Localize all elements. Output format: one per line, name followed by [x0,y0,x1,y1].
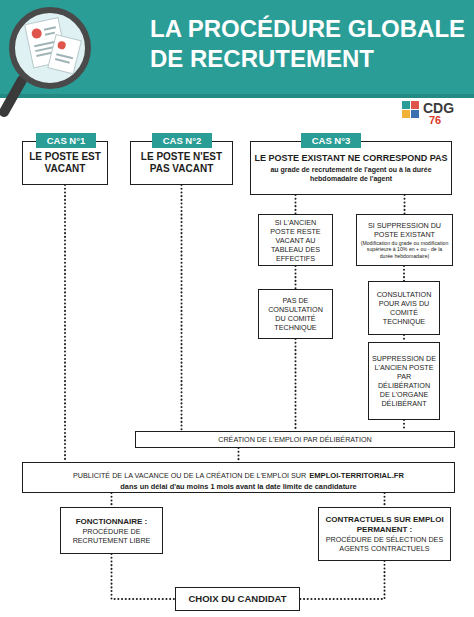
box-label: LE POSTE EST VACANT [26,151,104,175]
dotted-connector [238,448,240,462]
dotted-connector [403,266,405,281]
box-text: LE POSTE EST VACANT [26,151,104,175]
box-label: (Modification du grade ou modification s… [360,240,449,260]
diagram-title: LA PROCÉDURE GLOBALE DE RECRUTEMENT [150,14,466,74]
case-tab: CAS N°1 [36,133,96,148]
box-label: CHOIX DU CANDIDAT [179,593,296,605]
box-text: CRÉATION DE L'EMPLOI PAR DÉLIBÉRATION [139,435,451,444]
dotted-connector [111,493,113,507]
box-text: SUPPRESSION DE L'ANCIEN POSTE PAR DÉLIBÉ… [372,354,436,408]
box-label: PROCÉDURE DE SÉLECTION DES AGENTS CONTRA… [322,535,447,553]
process-box: PAS DE CONSULTATION DU COMITÉ TECHNIQUE [258,289,333,339]
box-label: CONSULTATION POUR AVIS DU COMITÉ TECHNIQ… [372,290,436,326]
dotted-connector [295,266,297,289]
process-box: CONSULTATION POUR AVIS DU COMITÉ TECHNIQ… [368,281,440,335]
logo-text: CDG [423,100,454,116]
box-label: SI L'ANCIEN POSTE RESTE VACANT AU TABLEA… [262,218,329,263]
condition-box: SI SUPPRESSION DU POSTE EXISTANT(Modific… [356,214,453,266]
case-box: CAS N°2LE POSTE N'EST PAS VACANT [130,141,233,185]
dotted-connector [295,339,297,431]
result-box: CHOIX DU CANDIDAT [175,587,300,611]
box-text: SI SUPPRESSION DU POSTE EXISTANT(Modific… [360,221,449,260]
dotted-connector [64,185,66,462]
box-label: PUBLICITÉ DE LA VACANCE OU DE LA CRÉATIO… [73,471,306,480]
header-banner [0,0,474,98]
box-label: FONCTIONNAIRE : [64,517,159,527]
condition-box: SI L'ANCIEN POSTE RESTE VACANT AU TABLEA… [258,214,333,266]
box-text: LE POSTE EXISTANT NE CORRESPOND PASau gr… [254,153,448,183]
logo-text: 76 [429,114,441,126]
dotted-connector [295,195,297,214]
dotted-connector [112,554,176,599]
process-box: CRÉATION DE L'EMPLOI PAR DÉLIBÉRATION [135,431,455,448]
procedure-box: FONCTIONNAIRE :PROCÉDURE DE RECRUTEMENT … [60,507,163,554]
logo-mark [402,101,419,118]
magnifier-icon [4,10,88,112]
box-text: CONSULTATION POUR AVIS DU COMITÉ TECHNIQ… [372,290,436,326]
case-tab: CAS N°2 [152,133,212,148]
box-label: EMPLOI-TERRITORIAL.FR [309,471,404,480]
box-label: SUPPRESSION DE L'ANCIEN POSTE PAR DÉLIBÉ… [372,354,436,408]
publicity-box: PUBLICITÉ DE LA VACANCE OU DE LA CRÉATIO… [22,462,455,493]
box-text: PAS DE CONSULTATION DU COMITÉ TECHNIQUE [262,296,329,332]
box-label: PAS DE CONSULTATION DU COMITÉ TECHNIQUE [262,296,329,332]
case-tab: CAS N°3 [301,133,361,148]
box-text: LE POSTE N'EST PAS VACANT [134,151,229,175]
box-label: au grade de recrutement de l'agent ou à … [254,165,448,183]
box-label: CRÉATION DE L'EMPLOI PAR DÉLIBÉRATION [139,435,451,444]
box-label: dans un délai d'au moins 1 mois avant la… [26,482,451,492]
dotted-connector [384,493,386,507]
dotted-connector [181,185,183,431]
box-text: SI L'ANCIEN POSTE RESTE VACANT AU TABLEA… [262,218,329,263]
box-label: PROCÉDURE DE RECRUTEMENT LIBRE [64,527,159,545]
box-label: LE POSTE EXISTANT NE CORRESPOND PAS [254,153,448,164]
box-text: FONCTIONNAIRE :PROCÉDURE DE RECRUTEMENT … [64,517,159,545]
dotted-connector [403,420,405,431]
procedure-box: CONTRACTUELS SUR EMPLOI PERMANENT :PROCÉ… [318,507,451,561]
dotted-connector [300,561,385,599]
dotted-connector [404,195,406,214]
case-box: CAS N°1LE POSTE EST VACANT [22,141,108,185]
banner-edge [0,94,474,98]
dotted-connector [403,335,405,342]
box-label: LE POSTE N'EST PAS VACANT [134,151,229,175]
box-text: CHOIX DU CANDIDAT [179,593,296,605]
box-label: SI SUPPRESSION DU POSTE EXISTANT [360,221,449,239]
box-text: CONTRACTUELS SUR EMPLOI PERMANENT :PROCÉ… [322,515,447,553]
box-label: CONTRACTUELS SUR EMPLOI PERMANENT : [322,515,447,535]
process-box: SUPPRESSION DE L'ANCIEN POSTE PAR DÉLIBÉ… [368,342,440,420]
case-box: CAS N°3LE POSTE EXISTANT NE CORRESPOND P… [250,141,452,195]
box-text: PUBLICITÉ DE LA VACANCE OU DE LA CRÉATIO… [26,464,451,492]
